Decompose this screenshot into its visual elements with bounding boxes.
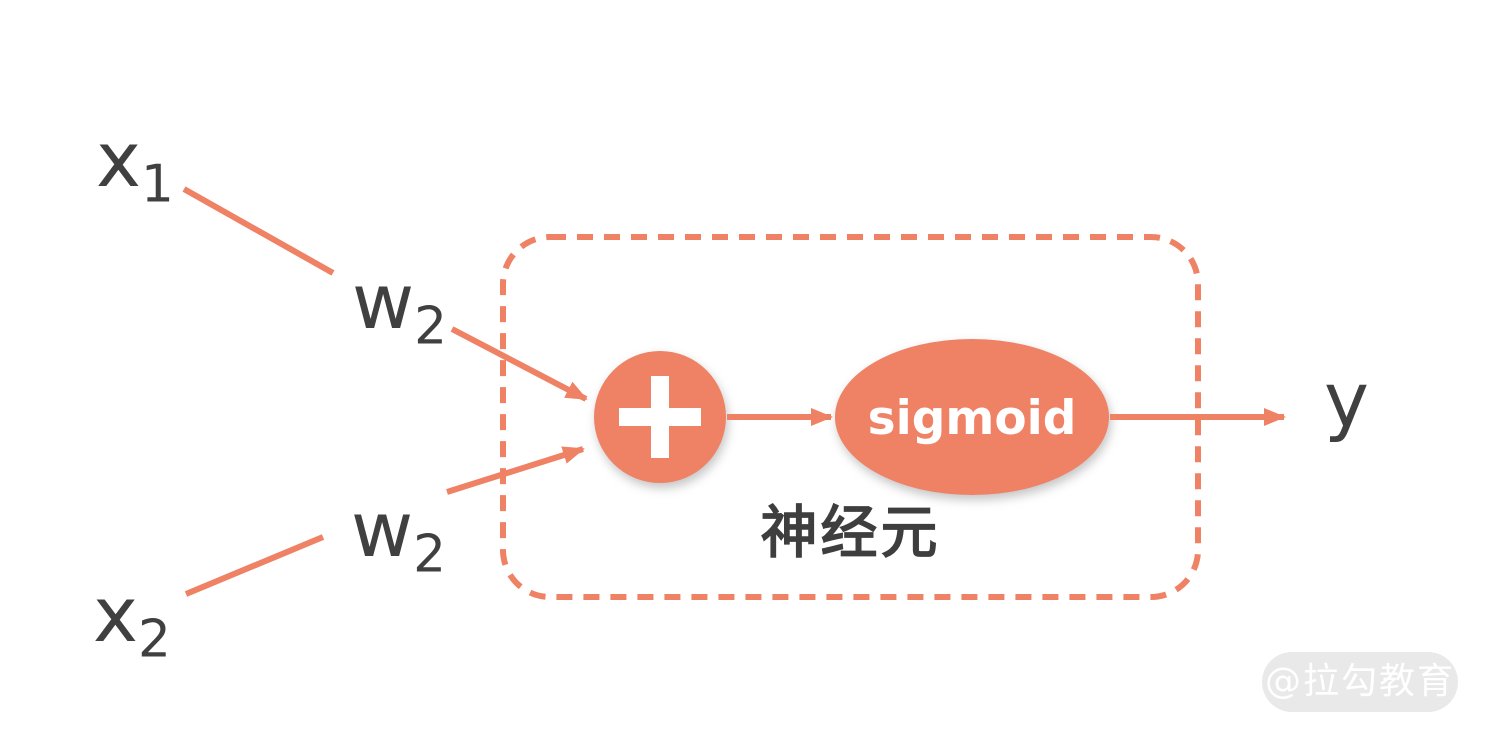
weight-top-subscript: 2 xyxy=(414,296,448,357)
input-edge-x2 xyxy=(184,534,325,597)
input-edge-x1 xyxy=(182,186,335,276)
plus-icon xyxy=(619,376,701,458)
weight-label-bottom: w2 xyxy=(351,492,446,581)
weight-bottom-subscript: 2 xyxy=(413,524,447,585)
weight-label-top: w2 xyxy=(352,264,447,353)
weight-arrow-bottom xyxy=(446,446,585,495)
input-x1-base: x xyxy=(96,115,141,204)
input-x2-subscript: 2 xyxy=(137,609,171,670)
output-label-y: y xyxy=(1324,355,1369,444)
watermark-text: @拉勾教育 xyxy=(1264,661,1455,702)
activation-label: sigmoid xyxy=(867,390,1077,446)
box-label-neuron: 神经元 xyxy=(760,500,941,566)
input-label-x1: x1 xyxy=(96,122,174,211)
weight-arrow-top xyxy=(450,326,588,402)
weight-top-base: w xyxy=(352,257,415,346)
neuron-boundary-box xyxy=(500,234,1201,600)
activation-ellipse xyxy=(835,339,1109,495)
input-x1-subscript: 1 xyxy=(140,154,174,215)
watermark-badge: @拉勾教育 xyxy=(1262,652,1458,712)
weight-bottom-base: w xyxy=(351,485,414,574)
input-x2-base: x xyxy=(93,570,138,659)
input-label-x2: x2 xyxy=(93,577,171,666)
